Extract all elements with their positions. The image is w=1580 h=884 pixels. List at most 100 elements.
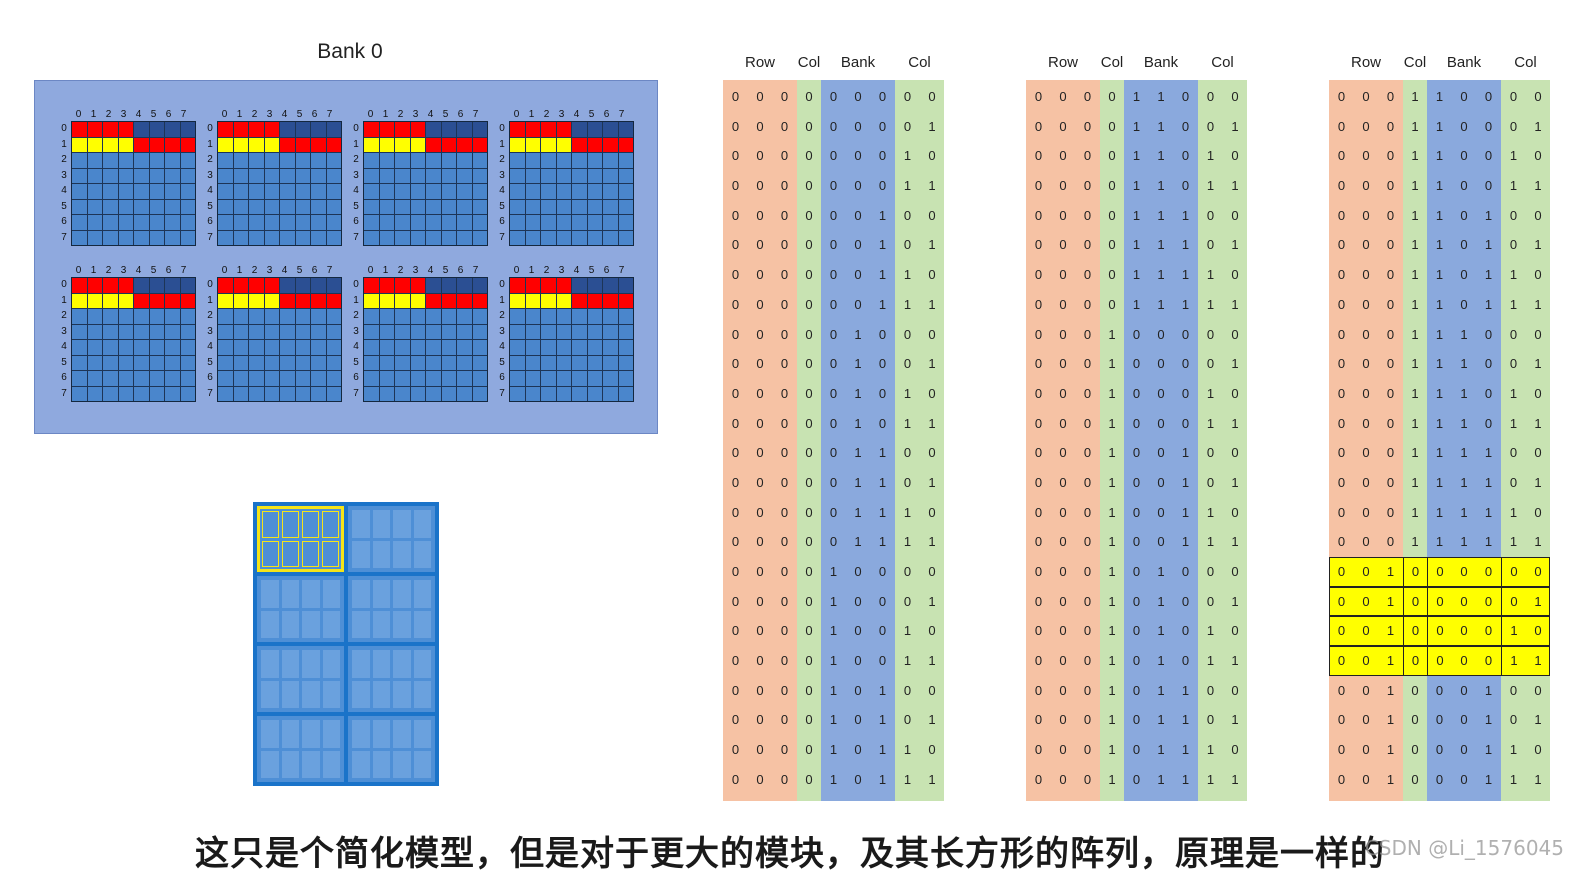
address-bit: 1 xyxy=(1206,534,1215,550)
address-bit: 0 xyxy=(1083,356,1092,372)
address-bit: 1 xyxy=(1108,504,1116,520)
memory-cell xyxy=(249,371,265,387)
memory-cell xyxy=(311,215,327,231)
address-bit: 0 xyxy=(1034,148,1043,164)
row-label: 2 xyxy=(499,154,505,165)
address-bit: 0 xyxy=(1403,646,1427,676)
address-bit: 1 xyxy=(1460,356,1468,372)
memory-cell xyxy=(541,278,557,294)
address-bit: 0 xyxy=(1386,474,1395,490)
memory-cell xyxy=(541,340,557,356)
address-bit: 0 xyxy=(1034,623,1043,639)
address-bit: 1 xyxy=(1411,296,1419,312)
address-bit: 0 xyxy=(756,534,764,550)
address-bit: 0 xyxy=(903,474,912,490)
address-bit: 0 xyxy=(1386,148,1395,164)
address-bit: 1 xyxy=(1206,653,1215,669)
address-bit: 1 xyxy=(878,771,887,787)
sub-array-cell xyxy=(322,511,339,538)
address-bit: 0 xyxy=(1034,564,1043,579)
memory-cell xyxy=(603,137,619,153)
address-bit: 0 xyxy=(805,89,813,104)
memory-cell xyxy=(457,168,473,184)
address-bit: 1 xyxy=(1484,267,1493,283)
row-label: 3 xyxy=(499,325,505,337)
row-label: 2 xyxy=(61,154,67,165)
column-label: 6 xyxy=(457,265,464,276)
memory-cell xyxy=(180,278,195,294)
address-bit: 1 xyxy=(1108,356,1116,372)
memory-cell xyxy=(587,293,603,309)
address-bit: 0 xyxy=(756,593,764,609)
memory-cell xyxy=(180,168,195,184)
memory-cell xyxy=(572,278,588,294)
memory-cell xyxy=(249,184,265,200)
memory-cell xyxy=(72,122,88,138)
address-bit: 0 xyxy=(903,564,912,579)
memory-cell xyxy=(103,324,119,340)
memory-cell xyxy=(118,215,134,231)
memory-cell xyxy=(233,309,249,325)
memory-cell xyxy=(280,153,296,169)
address-bit: 0 xyxy=(1059,474,1067,490)
address-bit: 1 xyxy=(1435,148,1444,164)
memory-cell xyxy=(326,340,341,356)
memory-cell xyxy=(311,278,327,294)
memory-cell xyxy=(587,153,603,169)
memory-cell xyxy=(103,215,119,231)
column-label: 3 xyxy=(266,265,273,276)
memory-cell xyxy=(118,324,134,340)
address-bit: 0 xyxy=(805,771,813,787)
address-bit: 0 xyxy=(928,207,936,223)
memory-cell xyxy=(510,184,526,200)
memory-cell xyxy=(264,184,280,200)
address-bit: 0 xyxy=(1083,564,1092,579)
address-bit: 0 xyxy=(1059,356,1067,372)
address-bit: 1 xyxy=(1231,474,1239,490)
row-label: 1 xyxy=(353,138,359,150)
address-bit: 0 xyxy=(1206,326,1215,342)
column-label: 3 xyxy=(412,265,419,276)
address-bit: 1 xyxy=(854,504,862,520)
memory-cell xyxy=(541,199,557,215)
sub-array xyxy=(257,716,344,782)
address-bit: 0 xyxy=(903,118,912,134)
address-bit: 1 xyxy=(1534,474,1542,490)
row-label: 6 xyxy=(61,372,67,383)
memory-cell xyxy=(556,355,572,371)
memory-cell xyxy=(165,293,181,309)
sub-array-cell xyxy=(261,680,279,708)
field-band-bank xyxy=(821,80,895,801)
column-label: 5 xyxy=(296,265,303,276)
memory-cell xyxy=(618,324,633,340)
sub-array-cell xyxy=(393,540,411,568)
address-bit: 0 xyxy=(1386,296,1395,312)
address-bit: 0 xyxy=(1059,237,1067,253)
address-bit: 0 xyxy=(1108,237,1116,253)
address-bit: 1 xyxy=(1231,178,1239,194)
memory-cell xyxy=(280,293,296,309)
memory-cell xyxy=(556,122,572,138)
address-bit: 0 xyxy=(1231,385,1239,401)
address-bit: 1 xyxy=(1108,682,1116,698)
memory-cell xyxy=(134,340,150,356)
column-label: 7 xyxy=(472,109,479,120)
memory-cell xyxy=(134,122,150,138)
field-band-col-a xyxy=(797,80,821,801)
address-bit: 0 xyxy=(756,682,764,698)
address-bit: 0 xyxy=(878,653,887,669)
address-bit: 0 xyxy=(731,326,740,342)
address-bit: 0 xyxy=(1034,474,1043,490)
memory-cell xyxy=(134,199,150,215)
row-label: 4 xyxy=(207,185,213,196)
memory-cell xyxy=(556,386,572,401)
address-bit: 1 xyxy=(1108,564,1116,579)
field-band-row xyxy=(723,80,797,801)
memory-cell xyxy=(134,153,150,169)
address-bit: 1 xyxy=(903,296,912,312)
